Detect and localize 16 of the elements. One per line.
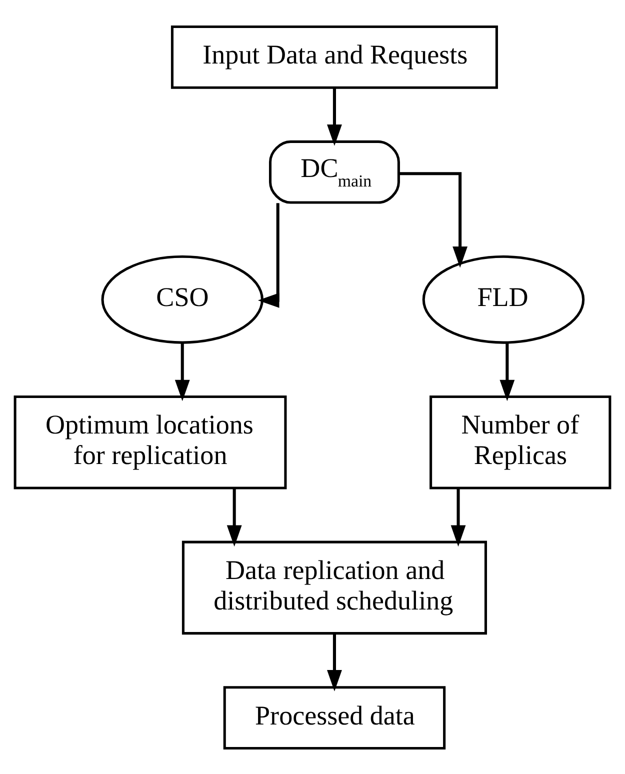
node-box: Input Data and Requests [170, 25, 498, 88]
node-ellipse: CSO [101, 254, 264, 344]
arrow [327, 87, 342, 146]
arrow [450, 488, 466, 546]
arrow [500, 342, 515, 401]
node-box: DC$_{main}$ [268, 140, 400, 204]
node-box: Optimum locations for replication [14, 394, 287, 489]
node-ellipse: FLD [422, 254, 585, 344]
arrow [327, 633, 342, 691]
arrow [174, 342, 190, 401]
arrow [226, 488, 242, 546]
node-box: Processed data [223, 686, 446, 749]
node-box: Number of Replicas [430, 394, 612, 489]
arrow [398, 172, 468, 268]
node-box: Data replication and distributed scheduling [182, 540, 487, 634]
arrow [258, 202, 280, 308]
